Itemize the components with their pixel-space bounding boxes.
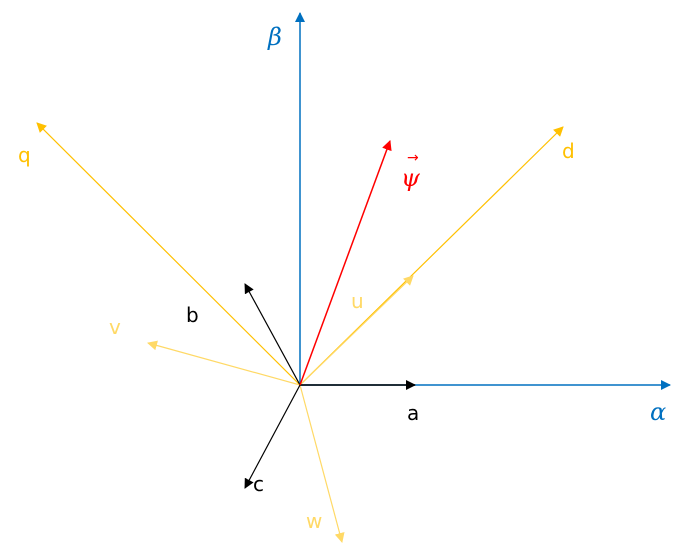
a-label: a	[407, 401, 419, 425]
b-vector	[244, 283, 301, 386]
b-label: b	[186, 303, 199, 327]
v-label: v	[109, 315, 121, 339]
psi-vector-arrow: →	[407, 150, 419, 166]
psi-vector	[299, 140, 392, 386]
psi-label: ψ	[401, 164, 421, 192]
c-label: c	[253, 472, 264, 496]
w-vector	[299, 384, 345, 543]
v-vector	[147, 340, 301, 386]
q-label: q	[18, 143, 31, 167]
beta-label: β	[267, 23, 282, 51]
u-label: u	[351, 289, 364, 313]
u-vector	[299, 275, 414, 386]
alpha-label: α	[650, 398, 666, 426]
q-axis	[36, 122, 301, 386]
c-vector	[244, 384, 301, 489]
w-label: w	[306, 509, 322, 533]
d-label: d	[562, 139, 575, 163]
